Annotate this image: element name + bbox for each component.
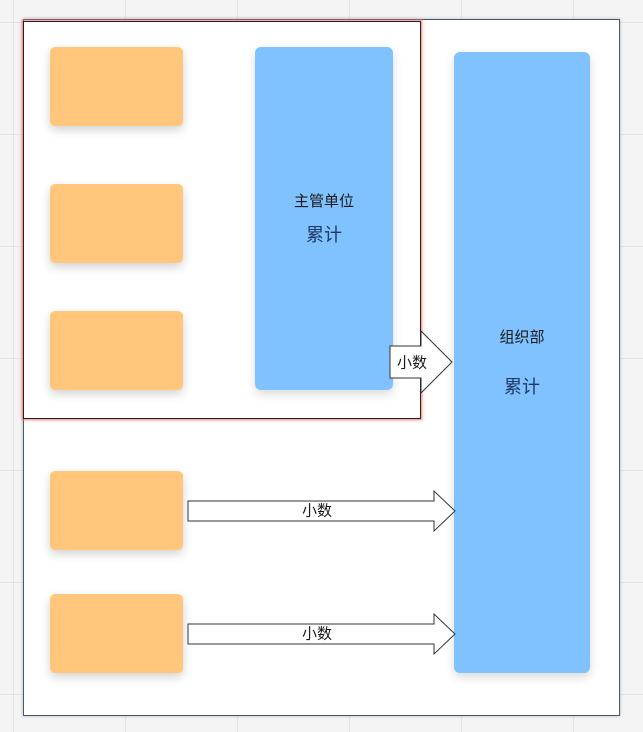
arrow-label-1: 小数: [396, 353, 428, 372]
supervisor-unit-title: 主管单位: [293, 192, 354, 210]
supervisor-unit-box[interactable]: 主管单位 累计: [255, 47, 393, 390]
supervisor-unit-subtitle: 累计: [306, 225, 342, 246]
arrow-label-3: 小数: [301, 624, 333, 643]
orange-box-2[interactable]: [50, 184, 183, 263]
orange-box-1[interactable]: [50, 47, 183, 126]
organization-dept-box[interactable]: 组织部 累计: [454, 52, 590, 673]
arrow-label-2: 小数: [301, 501, 333, 520]
orange-box-5[interactable]: [50, 594, 183, 673]
orange-box-3[interactable]: [50, 311, 183, 390]
organization-dept-subtitle: 累计: [504, 377, 540, 398]
orange-box-4[interactable]: [50, 471, 183, 550]
organization-dept-title: 组织部: [499, 328, 545, 346]
